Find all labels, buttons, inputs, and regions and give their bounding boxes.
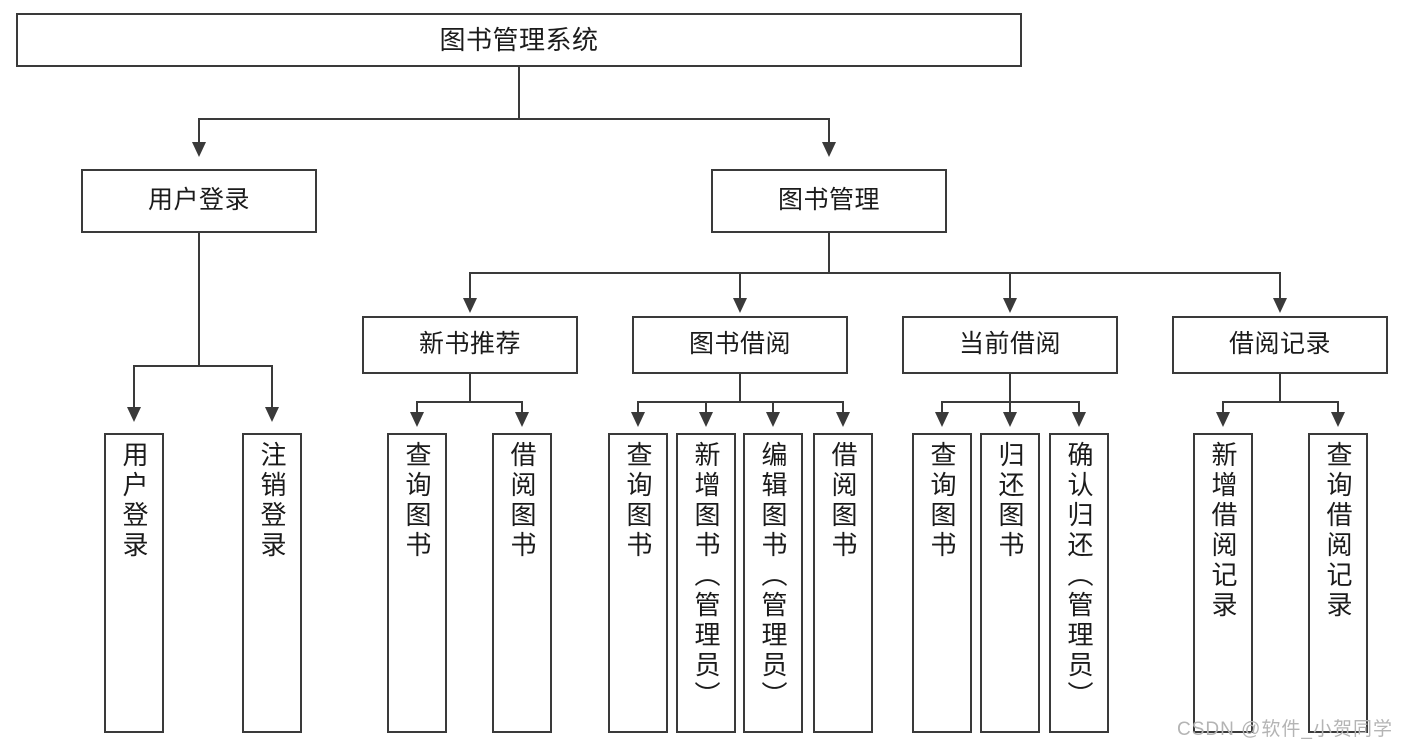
leaf-return-book[interactable]: 归还图书 [980, 433, 1040, 733]
node-label: 确认归还（管理员） [1064, 441, 1094, 711]
arrow-to-leaf-return-book [1003, 412, 1017, 427]
node-label: 图书借阅 [688, 330, 791, 359]
leaf-borrow-book-recommend[interactable]: 借阅图书 [492, 433, 552, 733]
connector-level2-bus [198, 118, 830, 120]
arrow-to-book-management [822, 142, 836, 157]
arrow-to-leaf-add-record [1216, 412, 1230, 427]
arrow-to-current-borrow [1003, 298, 1017, 313]
connector-user-login-drop-2 [271, 365, 273, 408]
connector-book-borrow-drop-4 [842, 401, 844, 413]
connector-borrow-record-drop-2 [1337, 401, 1339, 413]
node-label: 图书管理系统 [439, 24, 599, 55]
connector-user-login-bus [133, 365, 272, 367]
arrow-to-leaf-query-record [1331, 412, 1345, 427]
node-borrow-record[interactable]: 借阅记录 [1172, 316, 1388, 374]
connector-level3-drop-1 [469, 272, 471, 299]
arrow-to-borrow-record [1273, 298, 1287, 313]
connector-borrow-record-drop-1 [1222, 401, 1224, 413]
connector-book-borrow-drop-3 [772, 401, 774, 413]
leaf-query-book-current[interactable]: 查询图书 [912, 433, 972, 733]
connector-current-borrow-drop-3 [1078, 401, 1080, 413]
arrow-to-leaf-borrow-book-a [515, 412, 529, 427]
connector-level3-drop-3 [1009, 272, 1011, 299]
arrow-to-leaf-logout [265, 407, 279, 422]
leaf-add-borrow-record[interactable]: 新增借阅记录 [1193, 433, 1253, 733]
leaf-user-login[interactable]: 用户登录 [104, 433, 164, 733]
arrow-to-leaf-borrow-book-b [836, 412, 850, 427]
arrow-to-leaf-add-book [699, 412, 713, 427]
connector-borrow-record-bus [1222, 401, 1338, 403]
arrow-to-leaf-user-login [127, 407, 141, 422]
leaf-add-book-admin[interactable]: 新增图书（管理员） [676, 433, 736, 733]
node-label: 用户登录 [119, 441, 149, 561]
connector-level2-drop-1 [198, 118, 200, 143]
arrow-to-leaf-query-book-c [935, 412, 949, 427]
node-new-book-recommend[interactable]: 新书推荐 [362, 316, 578, 374]
connector-level3-drop-4 [1279, 272, 1281, 299]
node-label: 注销登录 [257, 441, 287, 561]
node-label: 编辑图书（管理员） [758, 441, 788, 711]
connector-book-management-stem [828, 233, 830, 273]
connector-root-stem [518, 67, 520, 119]
connector-new-book-bus [416, 401, 522, 403]
connector-level3-drop-2 [739, 272, 741, 299]
node-label: 借阅记录 [1228, 330, 1331, 359]
arrow-to-leaf-query-book-b [631, 412, 645, 427]
connector-book-borrow-stem [739, 374, 741, 402]
connector-new-book-drop-2 [521, 401, 523, 413]
node-book-borrow[interactable]: 图书借阅 [632, 316, 848, 374]
connector-current-borrow-stem [1009, 374, 1011, 402]
node-label: 借阅图书 [507, 441, 537, 561]
connector-book-borrow-drop-1 [637, 401, 639, 413]
arrow-to-leaf-confirm-return [1072, 412, 1086, 427]
connector-current-borrow-drop-2 [1009, 401, 1011, 413]
connector-current-borrow-drop-1 [941, 401, 943, 413]
node-label: 查询借阅记录 [1323, 441, 1353, 621]
leaf-logout[interactable]: 注销登录 [242, 433, 302, 733]
node-label: 新增借阅记录 [1208, 441, 1238, 621]
connector-new-book-stem [469, 374, 471, 402]
arrow-to-leaf-query-book-a [410, 412, 424, 427]
leaf-borrow-book[interactable]: 借阅图书 [813, 433, 873, 733]
node-label: 新书推荐 [418, 330, 521, 359]
node-label: 查询图书 [402, 441, 432, 561]
arrow-to-user-login [192, 142, 206, 157]
arrow-to-book-borrow [733, 298, 747, 313]
connector-level2-drop-2 [828, 118, 830, 143]
node-current-borrow[interactable]: 当前借阅 [902, 316, 1118, 374]
node-label: 查询图书 [623, 441, 653, 561]
arrow-to-leaf-edit-book [766, 412, 780, 427]
node-user-login[interactable]: 用户登录 [81, 169, 317, 233]
node-label: 用户登录 [147, 186, 250, 215]
connector-user-login-drop-1 [133, 365, 135, 408]
node-book-management[interactable]: 图书管理 [711, 169, 947, 233]
leaf-edit-book-admin[interactable]: 编辑图书（管理员） [743, 433, 803, 733]
connector-book-borrow-drop-2 [705, 401, 707, 413]
leaf-query-book-recommend[interactable]: 查询图书 [387, 433, 447, 733]
node-label: 借阅图书 [828, 441, 858, 561]
node-root-book-management-system[interactable]: 图书管理系统 [16, 13, 1022, 67]
leaf-query-book-borrow[interactable]: 查询图书 [608, 433, 668, 733]
node-label: 查询图书 [927, 441, 957, 561]
leaf-confirm-return-admin[interactable]: 确认归还（管理员） [1049, 433, 1109, 733]
connector-user-login-stem [198, 233, 200, 366]
node-label: 当前借阅 [958, 330, 1061, 359]
connector-book-borrow-bus [637, 401, 843, 403]
connector-level3-bus [469, 272, 1281, 274]
connector-new-book-drop-1 [416, 401, 418, 413]
node-label: 图书管理 [777, 186, 880, 215]
leaf-query-borrow-record[interactable]: 查询借阅记录 [1308, 433, 1368, 733]
node-label: 归还图书 [995, 441, 1025, 561]
connector-borrow-record-stem [1279, 374, 1281, 402]
node-label: 新增图书（管理员） [691, 441, 721, 711]
arrow-to-new-book-recommend [463, 298, 477, 313]
